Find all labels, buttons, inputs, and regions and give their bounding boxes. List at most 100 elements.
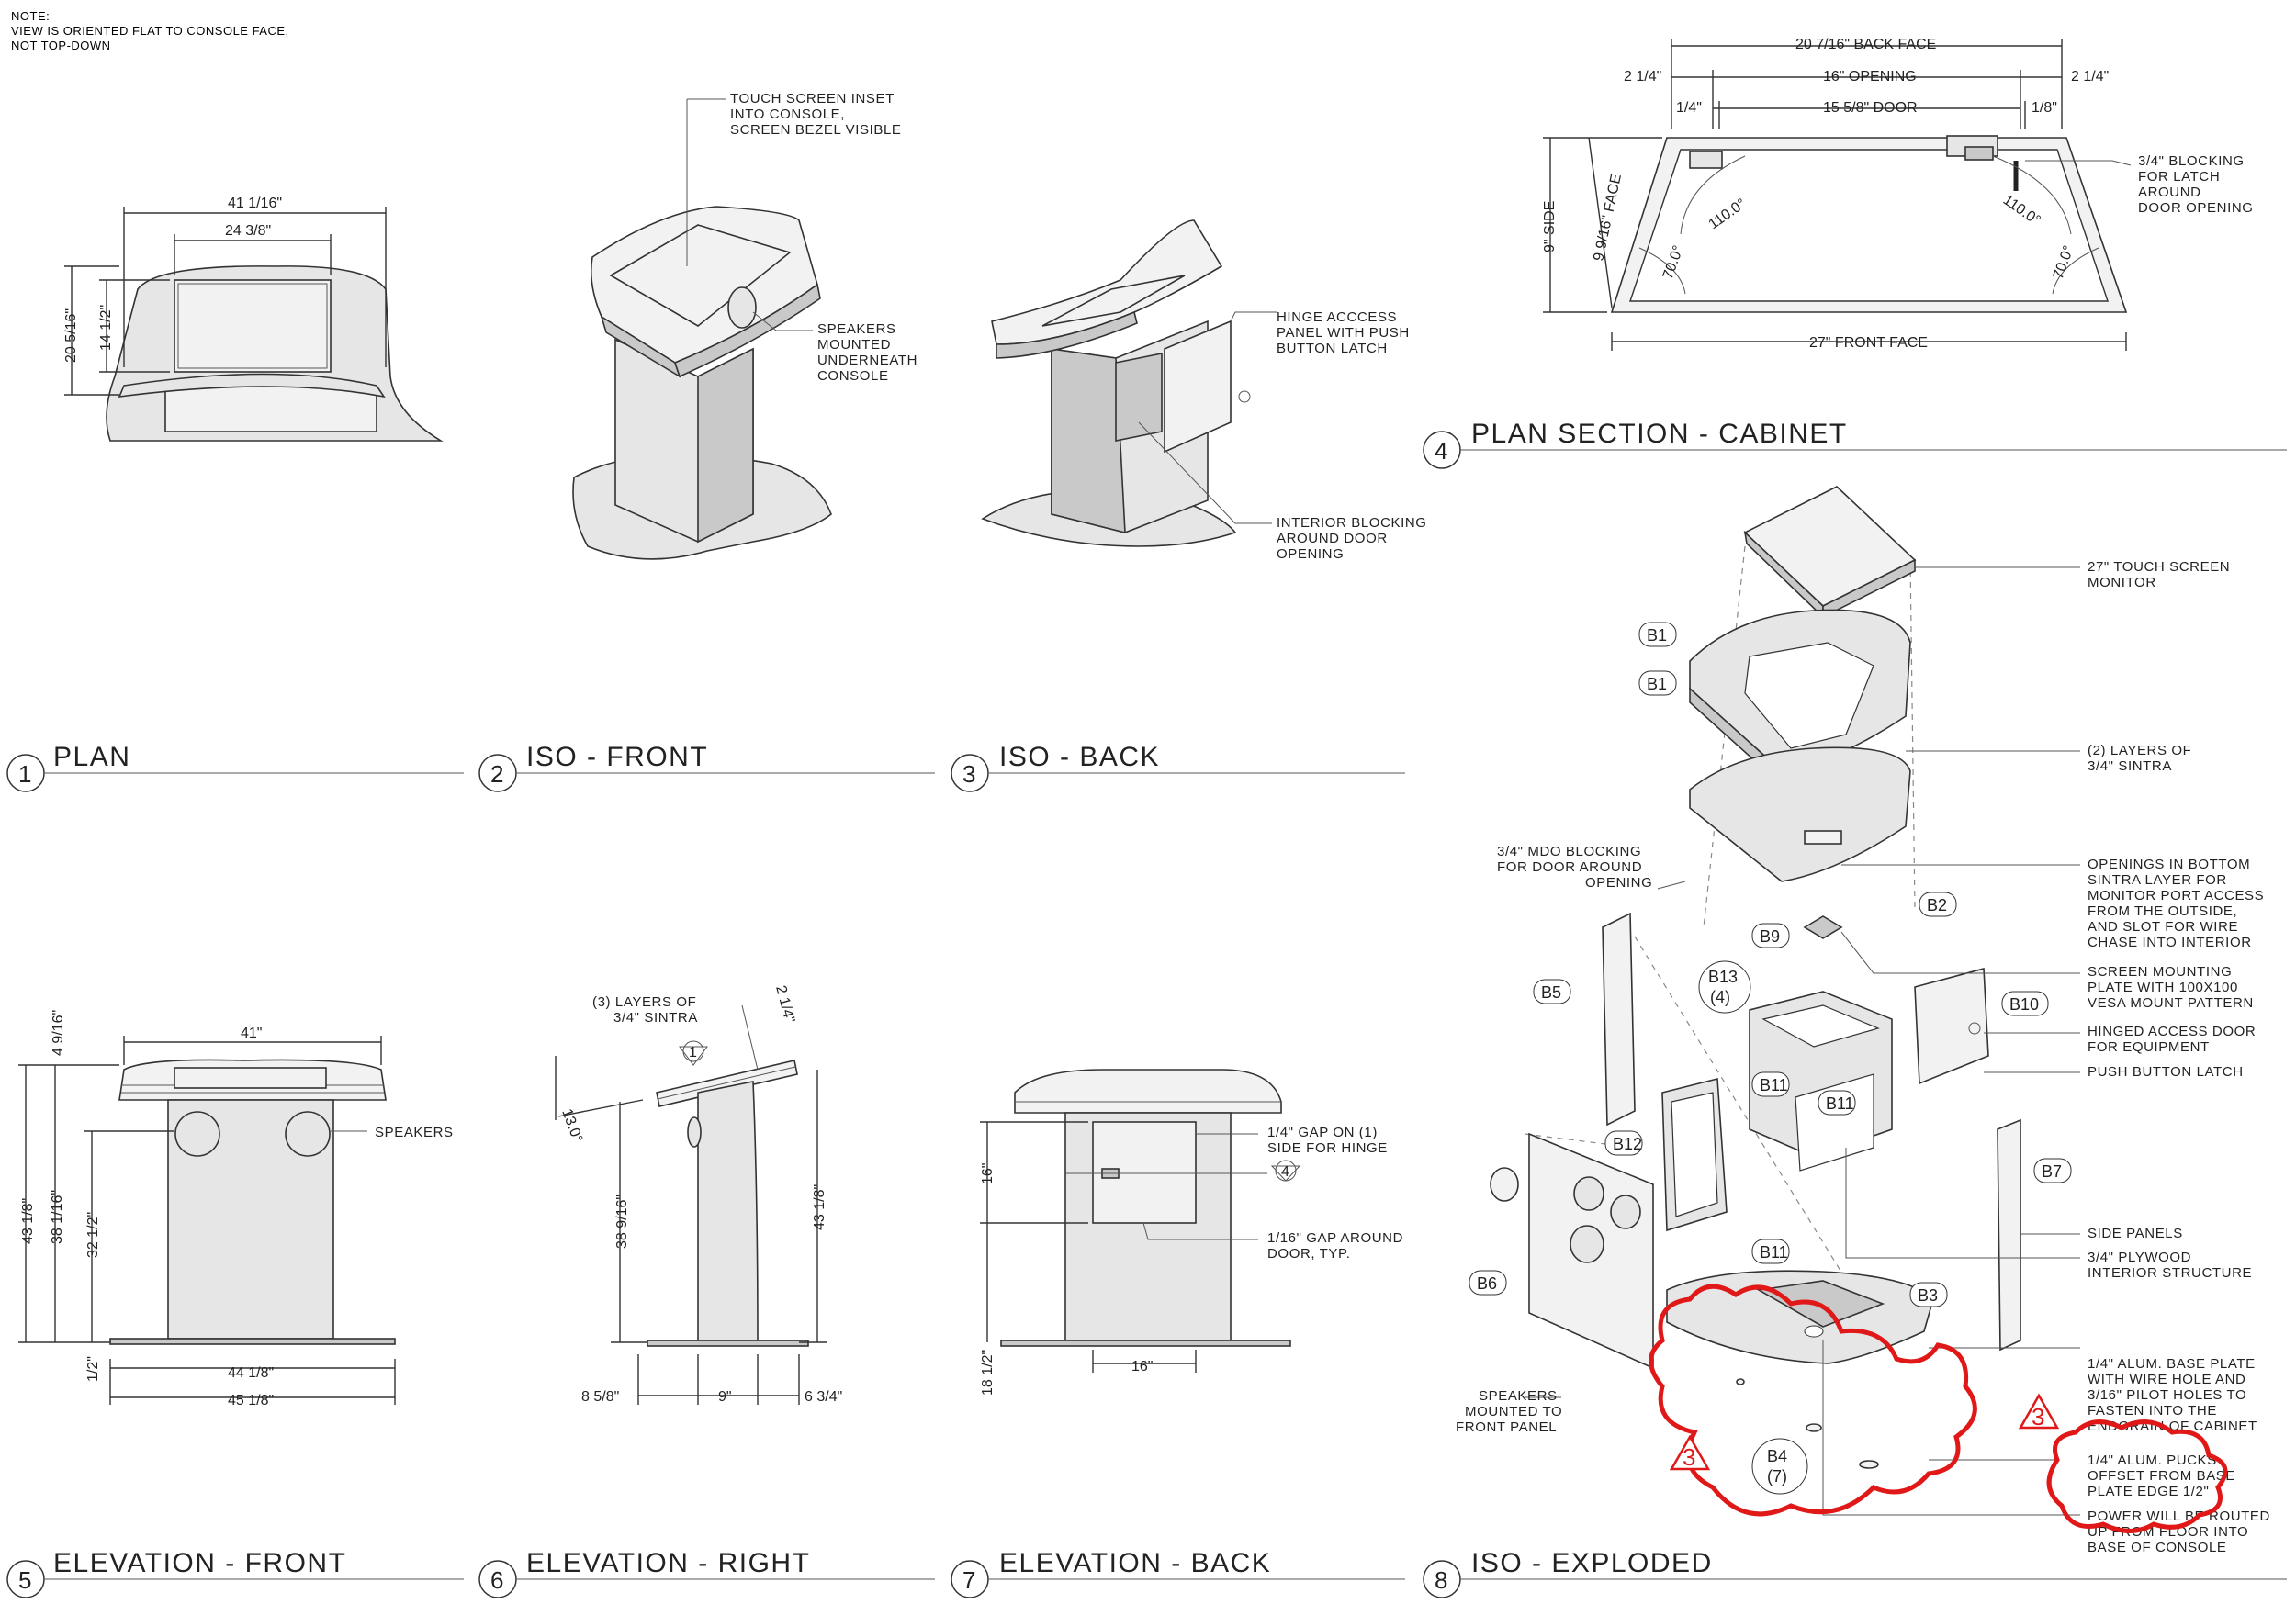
view-elevation-front: SPEAKERS 41" 4 9/16" 43 1/8" 38 1/16" 32… <box>18 1010 453 1408</box>
svg-text:SPEAKERS: SPEAKERS <box>1479 1388 1558 1404</box>
svg-text:MOUNTED: MOUNTED <box>817 337 891 353</box>
view-title-4: 4 PLAN SECTION - CABINET <box>1423 419 2287 469</box>
svg-text:ELEVATION - FRONT: ELEVATION - FRONT <box>53 1548 346 1578</box>
svg-text:(3) LAYERS OF: (3) LAYERS OF <box>592 994 696 1010</box>
svg-text:18 1/2": 18 1/2" <box>980 1350 996 1396</box>
svg-text:INTERIOR STRUCTURE: INTERIOR STRUCTURE <box>2088 1265 2252 1281</box>
svg-text:AND SLOT FOR WIRE: AND SLOT FOR WIRE <box>2088 919 2238 935</box>
svg-text:OPENINGS IN BOTTOM: OPENINGS IN BOTTOM <box>2088 857 2250 872</box>
dim-back-face: 20 7/16" BACK FACE <box>1795 37 1936 52</box>
exploded-access-door <box>1914 967 1989 1085</box>
svg-text:9": 9" <box>718 1389 732 1405</box>
svg-text:PLAN SECTION - CABINET: PLAN SECTION - CABINET <box>1471 419 1848 449</box>
part-tags: B1 B1 B2 B3 B4 (7) B5 B6 B7 B9 B10 B11 B… <box>1469 622 2072 1495</box>
svg-text:43 1/8": 43 1/8" <box>20 1198 36 1244</box>
svg-text:6 3/4": 6 3/4" <box>805 1389 842 1405</box>
svg-text:SIDE PANELS: SIDE PANELS <box>2088 1226 2183 1241</box>
exploded-side-panel <box>1997 1118 2021 1352</box>
svg-text:2: 2 <box>490 760 503 788</box>
revision-triangle-left <box>1669 1434 1711 1471</box>
svg-text:FOR LATCH: FOR LATCH <box>2138 169 2220 185</box>
view-plan-section: 110.0° 110.0° 70.0° 70.0° 20 7/16" BACK … <box>1542 37 2254 351</box>
svg-text:MOUNTED TO: MOUNTED TO <box>1465 1404 1562 1419</box>
iso-back-door-opening <box>1115 353 1163 442</box>
svg-text:16": 16" <box>1131 1359 1153 1374</box>
svg-text:3/4" SINTRA: 3/4" SINTRA <box>613 1010 698 1026</box>
svg-text:UP FROM FLOOR INTO: UP FROM FLOOR INTO <box>2088 1524 2248 1540</box>
view-iso-exploded: B1 B1 B2 B3 B4 (7) B5 B6 B7 B9 B10 B11 B… <box>1456 486 2269 1555</box>
svg-text:45 1/8": 45 1/8" <box>228 1393 274 1408</box>
svg-text:43 1/8": 43 1/8" <box>812 1184 827 1230</box>
svg-text:MONITOR PORT ACCESS: MONITOR PORT ACCESS <box>2088 888 2264 903</box>
svg-text:ELEVATION - BACK: ELEVATION - BACK <box>999 1548 1271 1578</box>
svg-text:1/8": 1/8" <box>2032 100 2057 116</box>
plan-pedestal <box>164 385 377 432</box>
svg-text:B6: B6 <box>1477 1274 1497 1293</box>
svg-text:9" SIDE: 9" SIDE <box>1542 201 1558 252</box>
svg-text:ISO - FRONT: ISO - FRONT <box>526 742 708 772</box>
dim-plan-screen-w: 24 3/8" <box>225 223 271 239</box>
svg-text:3/4" MDO BLOCKING: 3/4" MDO BLOCKING <box>1497 844 1641 859</box>
svg-text:PLATE WITH 100X100: PLATE WITH 100X100 <box>2088 980 2238 995</box>
exploded-monitor <box>1743 486 1917 607</box>
elev-front-screen <box>174 1067 327 1089</box>
svg-text:VESA MOUNT PATTERN: VESA MOUNT PATTERN <box>2088 995 2254 1011</box>
view-title-3: 3 ISO - BACK <box>951 742 1405 792</box>
svg-text:NOT TOP-DOWN: NOT TOP-DOWN <box>11 39 111 52</box>
elev-front-speaker-right <box>285 1111 331 1157</box>
svg-text:B12: B12 <box>1613 1135 1642 1153</box>
svg-text:SINTRA LAYER FOR: SINTRA LAYER FOR <box>2088 872 2227 888</box>
svg-text:SIDE FOR HINGE: SIDE FOR HINGE <box>1267 1140 1388 1156</box>
exploded-callouts: 27" TOUCH SCREEN MONITOR (2) LAYERS OF 3… <box>1456 559 2269 1555</box>
svg-text:3/4" SINTRA: 3/4" SINTRA <box>2088 758 2172 774</box>
revision-clouds: 3 3 <box>1649 1284 2228 1533</box>
svg-text:(2) LAYERS OF: (2) LAYERS OF <box>2088 743 2191 758</box>
exploded-speaker <box>1490 1167 1519 1202</box>
svg-text:44 1/8": 44 1/8" <box>228 1365 274 1381</box>
svg-text:B1: B1 <box>1647 675 1667 693</box>
svg-text:8 5/8": 8 5/8" <box>581 1389 619 1405</box>
svg-text:1/4" ALUM. BASE PLATE: 1/4" ALUM. BASE PLATE <box>2088 1356 2256 1372</box>
svg-text:AROUND: AROUND <box>2138 185 2201 200</box>
svg-text:FOR EQUIPMENT: FOR EQUIPMENT <box>2088 1039 2210 1055</box>
svg-text:FRONT PANEL: FRONT PANEL <box>1456 1419 1557 1435</box>
dim-plan-width: 41 1/16" <box>228 196 282 211</box>
svg-text:PUSH BUTTON LATCH: PUSH BUTTON LATCH <box>2088 1064 2244 1080</box>
svg-text:SPEAKERS: SPEAKERS <box>817 321 896 337</box>
exploded-panel-b5 <box>1602 912 1636 1127</box>
svg-text:B13: B13 <box>1708 968 1738 986</box>
iso-front-speaker <box>727 286 757 329</box>
view-titles: 1 PLAN 2 ISO - FRONT 3 ISO - BACK 4 PLAN… <box>6 419 2287 1598</box>
svg-text:CHASE INTO INTERIOR: CHASE INTO INTERIOR <box>2088 935 2252 950</box>
view-plan: 41 1/16" 24 3/8" 20 5/16" 14 1/2" <box>63 196 444 442</box>
view-title-1: 1 PLAN <box>6 742 464 792</box>
svg-text:INTO CONSOLE,: INTO CONSOLE, <box>730 107 845 122</box>
svg-text:PLATE EDGE 1/2": PLATE EDGE 1/2" <box>2088 1484 2209 1499</box>
view-title-5: 5 ELEVATION - FRONT <box>6 1548 464 1598</box>
svg-text:8: 8 <box>1435 1566 1447 1594</box>
svg-text:VIEW IS ORIENTED FLAT TO CONSO: VIEW IS ORIENTED FLAT TO CONSOLE FACE, <box>11 24 289 38</box>
elev-right-base-plate <box>647 1340 809 1347</box>
svg-text:B11: B11 <box>1760 1243 1788 1262</box>
svg-text:INTERIOR BLOCKING: INTERIOR BLOCKING <box>1277 515 1427 531</box>
svg-text:1/4" ALUM. PUCKS: 1/4" ALUM. PUCKS <box>2088 1453 2217 1468</box>
elev-right-pedestal <box>697 1081 759 1341</box>
svg-text:7: 7 <box>962 1566 975 1594</box>
view-elevation-right: (3) LAYERS OF 3/4" SINTRA 2 1/4" 1 13.0°… <box>555 984 842 1405</box>
svg-text:PANEL WITH PUSH: PANEL WITH PUSH <box>1277 325 1410 341</box>
svg-text:1: 1 <box>18 760 31 788</box>
svg-text:BUTTON LATCH: BUTTON LATCH <box>1277 341 1388 356</box>
svg-text:3/4" BLOCKING: 3/4" BLOCKING <box>2138 153 2245 169</box>
svg-text:B9: B9 <box>1760 927 1780 946</box>
svg-text:FROM THE OUTSIDE,: FROM THE OUTSIDE, <box>2088 903 2237 919</box>
svg-text:OPENING: OPENING <box>1277 546 1344 562</box>
svg-text:DOOR OPENING: DOOR OPENING <box>2138 200 2254 216</box>
svg-text:4: 4 <box>1435 437 1447 465</box>
svg-text:MONITOR: MONITOR <box>2088 575 2156 590</box>
svg-text:41": 41" <box>241 1026 262 1041</box>
dim-plan-depth: 20 5/16" <box>63 308 79 363</box>
svg-text:2 1/4": 2 1/4" <box>2071 69 2109 84</box>
svg-text:4: 4 <box>1281 1164 1289 1180</box>
svg-text:CONSOLE: CONSOLE <box>817 368 889 384</box>
